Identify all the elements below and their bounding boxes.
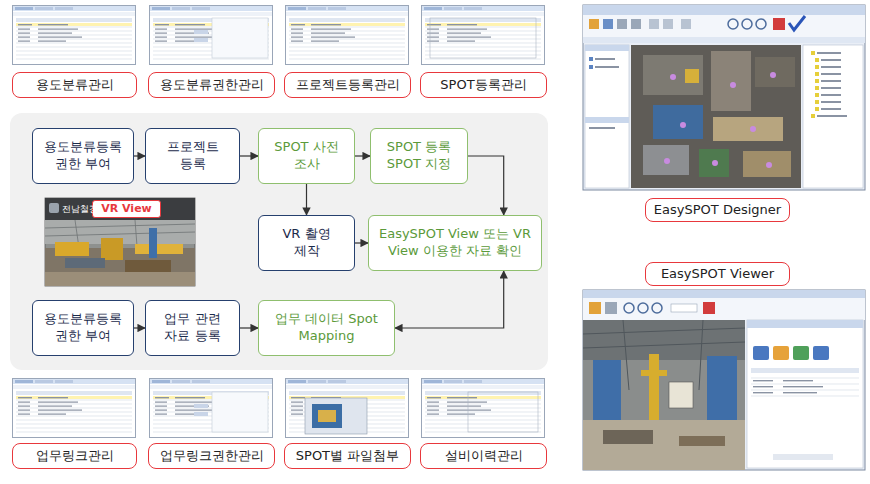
connector-arrow — [468, 156, 504, 215]
box-text: 용도분류권한관리 — [160, 77, 264, 94]
box-text: 업무 데이터 Spot Mapping — [275, 311, 379, 345]
process-box: 프로젝트 등록 — [145, 128, 240, 184]
process-box: VR 촬영 제작 — [258, 215, 355, 271]
caption-box: 프로젝트등록관리 — [284, 72, 411, 98]
process-box: EasySPOT View 또는 VR View 이용한 자료 확인 — [368, 215, 542, 271]
process-box: 업무 관련 자료 등록 — [145, 300, 240, 356]
screen-title: 전남철강 — [62, 203, 98, 216]
box-text: VR 촬영 제작 — [277, 226, 337, 260]
box-text: 설비이력관리 — [445, 448, 523, 465]
box-text: EasySPOT Viewer — [661, 266, 774, 283]
caption-box: 용도분류관리 — [12, 72, 137, 98]
box-text: SPOT 등록 SPOT 지정 — [378, 139, 460, 173]
box-text: 업무링크관리 — [36, 448, 114, 465]
connector-arrow — [395, 271, 504, 328]
connector-arrow — [306, 184, 307, 215]
caption-box: 용도분류권한관리 — [148, 72, 275, 98]
box-text: EasySPOT View 또는 VR View 이용한 자료 확인 — [376, 226, 534, 260]
box-text: VR View — [101, 202, 152, 216]
connector-arrow — [240, 155, 258, 156]
process-box: 용도분류등록 권한 부여 — [32, 300, 134, 356]
caption-box: SPOT등록관리 — [420, 72, 547, 98]
connector-arrow — [355, 242, 368, 243]
box-text: SPOT등록관리 — [440, 77, 526, 94]
box-text: 프로젝트등록관리 — [296, 77, 400, 94]
box-text: SPOT별 파일첨부 — [296, 448, 399, 465]
box-text: SPOT 사전조사 — [272, 139, 342, 173]
box-text: 용도분류등록 권한 부여 — [41, 139, 125, 173]
process-box: SPOT 사전조사 — [258, 128, 355, 184]
caption-box: EasySPOT Designer — [645, 198, 790, 222]
box-text: 업무 관련 자료 등록 — [162, 311, 224, 345]
box-text: 용도분류관리 — [36, 77, 114, 94]
process-box: 업무 데이터 Spot Mapping — [258, 300, 395, 356]
process-box: 용도분류등록 권한 부여 — [32, 128, 134, 184]
caption-box: EasySPOT Viewer — [645, 262, 790, 286]
connector-arrow — [134, 155, 145, 156]
caption-box: 업무링크권한관리 — [148, 443, 275, 469]
connector-arrow — [240, 327, 258, 328]
screen-tag: VR View — [92, 200, 161, 218]
process-box: SPOT 등록 SPOT 지정 — [370, 128, 468, 184]
box-text: 프로젝트 등록 — [162, 139, 224, 173]
caption-box: 업무링크관리 — [12, 443, 137, 469]
box-text: EasySPOT Designer — [654, 202, 781, 219]
connector-arrow — [355, 155, 370, 156]
box-text: 용도분류등록 권한 부여 — [41, 311, 125, 345]
caption-box: SPOT별 파일첨부 — [284, 443, 411, 469]
caption-box: 설비이력관리 — [420, 443, 547, 469]
box-text: 업무링크권한관리 — [160, 448, 264, 465]
connector-arrow — [134, 327, 145, 328]
